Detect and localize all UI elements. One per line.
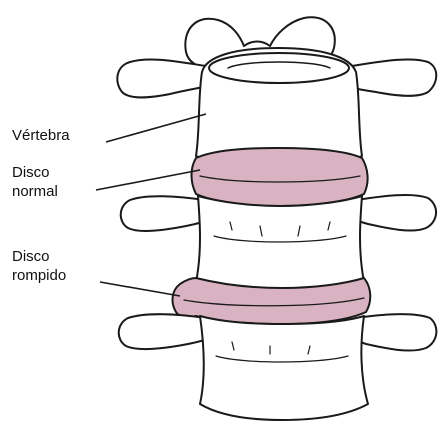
- top-left-transverse-process: [117, 59, 208, 97]
- ruptured-disc-label: Disco rompido: [12, 247, 66, 285]
- vertebra-leader-line: [106, 114, 206, 142]
- vertebral-column: [117, 17, 436, 420]
- middle-right-transverse-process: [354, 195, 436, 231]
- normal-disc-leader-line: [96, 170, 200, 190]
- middle-left-transverse-process: [121, 196, 206, 231]
- top-vertebra-endplate: [209, 53, 349, 83]
- lower-vertebra-body: [200, 316, 368, 420]
- lower-right-transverse-process: [354, 314, 436, 350]
- normal-disc-label: Disco normal: [12, 163, 58, 201]
- middle-vertebra-body: [196, 196, 364, 294]
- lower-left-transverse-process: [119, 314, 208, 349]
- top-right-transverse-process: [346, 59, 436, 95]
- vertebra-label: Vértebra: [12, 126, 70, 145]
- normal-disc: [192, 148, 368, 206]
- ruptured-disc-label-line1: Disco: [12, 247, 66, 266]
- normal-disc-label-line1: Disco: [12, 163, 58, 182]
- normal-disc-label-line2: normal: [12, 182, 58, 201]
- ruptured-disc-label-line2: rompido: [12, 266, 66, 285]
- ruptured-disc-leader-line: [100, 282, 180, 296]
